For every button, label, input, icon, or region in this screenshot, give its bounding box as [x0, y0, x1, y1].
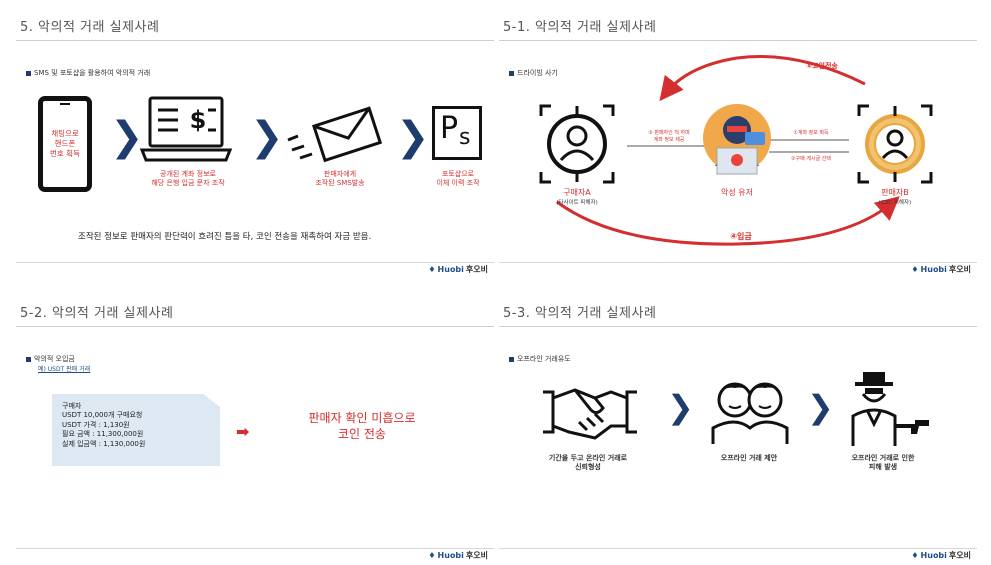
seller-sub: (C2C 피해자): [878, 200, 912, 206]
chevron-right-icon: ❯: [396, 114, 430, 160]
flow-arrows: [556, 55, 900, 246]
seller-target-icon: [857, 104, 933, 184]
card-line: USDT 10,000개 구매요청: [62, 411, 143, 420]
step2-caption: 오프라인 거래 제안: [720, 454, 778, 462]
envelope-icon: [287, 106, 383, 163]
step1-caption: 기간을 두고 온라인 거래로 신뢰형성: [548, 454, 628, 472]
card-line: 실제 입금액 : 1,130,000원: [62, 439, 146, 448]
buyer-label: 구매자A: [563, 188, 591, 197]
divider: [499, 40, 977, 41]
slide-5: 5. 악의적 거래 실제사례 SMS 및 포토샵을 활용하여 악의적 거래 채팅…: [14, 6, 496, 276]
arrow-top-label: ⑤코인전송: [806, 62, 838, 70]
divider: [16, 548, 494, 549]
divider: [16, 326, 494, 327]
slide-subtitle: 악의적 오입금: [26, 354, 75, 364]
example-text: 예) USDT 판매 거래: [38, 366, 91, 373]
chevron-right-icon: ❯: [110, 114, 144, 160]
step4-caption: 포토샵으로 이체 이력 조작: [436, 170, 480, 188]
bullet-square-icon: [26, 70, 31, 76]
slide-subtitle: 오프라인 거래유도: [509, 354, 571, 364]
card-line: 구매자: [62, 402, 82, 410]
arrow-right-icon: ➡: [236, 422, 250, 441]
card-line: USDT 가격 : 1,130원: [62, 420, 130, 429]
slide-subtitle: SMS 및 포토샵을 활용하여 악의적 거래: [26, 68, 150, 78]
result-text: 판매자 확인 미흡으로 코인 전송: [308, 411, 416, 442]
malicious-user-label: 악성 유저: [721, 188, 753, 197]
slide-subtitle: 드라이빙 사기: [509, 68, 558, 78]
bullet-square-icon: [509, 356, 514, 362]
divider: [16, 40, 494, 41]
arrow-bottom-label: ④입금: [730, 232, 752, 241]
card-line: 필요 금액 : 11,300,000원: [62, 430, 144, 439]
step3-caption: 판매자에게 조작된 SMS발송: [315, 170, 365, 188]
chevron-right-icon: ❯: [807, 388, 834, 426]
svg-text:$: $: [190, 106, 207, 134]
hacker-icon: [703, 104, 771, 175]
summary-text: 조작된 정보로 판매자의 판단력이 흐려진 틈을 타, 코인 전송을 재촉하여 …: [78, 232, 372, 242]
phone-text: 채팅으로 핸드폰 번호 획득: [50, 129, 80, 159]
seller-label: 판매자B: [881, 188, 909, 197]
step3-caption: 오프라인 거래로 인한 피해 발생: [851, 454, 915, 472]
note-right-2: ②구매 게시글 선택: [791, 156, 831, 162]
note-right-1: ①계좌 정보 획득: [793, 130, 829, 136]
two-people-icon: [711, 382, 789, 444]
phone-icon: 채팅으로 핸드폰 번호 획득: [38, 96, 92, 192]
divider: [499, 262, 977, 263]
bullet-square-icon: [509, 70, 514, 76]
step2-caption: 공개된 계좌 정보로 해당 은행 입금 문자 조작: [151, 170, 225, 188]
note-left: ③ 판매자인 척 하며 계좌 정보 제공: [648, 130, 690, 143]
slide-5-1: 5-1. 악의적 거래 실제사례 드라이빙 사기 ⑤코인전송 ④입금 구매자A …: [497, 6, 979, 276]
buyer-sub: (타사이트 피해자): [556, 200, 598, 206]
slide-title: 5. 악의적 거래 실제사례: [20, 20, 160, 35]
buyer-target-icon: [539, 104, 615, 184]
slide-5-3: 5-3. 악의적 거래 실제사례 오프라인 거래유도 기간을 두고 온라인 거래…: [497, 292, 979, 562]
gangster-gun-icon: [851, 372, 929, 446]
laptop-dollar-icon: $: [139, 96, 233, 162]
divider: [499, 548, 977, 549]
divider: [499, 326, 977, 327]
slide-title: 5-2. 악의적 거래 실제사례: [20, 306, 174, 321]
slide-title: 5-1. 악의적 거래 실제사례: [503, 20, 657, 35]
slide-title: 5-3. 악의적 거래 실제사례: [503, 306, 657, 321]
divider: [16, 262, 494, 263]
chevron-right-icon: ❯: [250, 114, 284, 160]
chevron-right-icon: ❯: [667, 388, 694, 426]
slide-5-2: 5-2. 악의적 거래 실제사례 악의적 오입금 예) USDT 판매 거래 구…: [14, 292, 496, 562]
bullet-square-icon: [26, 356, 31, 362]
handshake-icon: [543, 388, 637, 440]
photoshop-icon: P s: [432, 106, 482, 160]
